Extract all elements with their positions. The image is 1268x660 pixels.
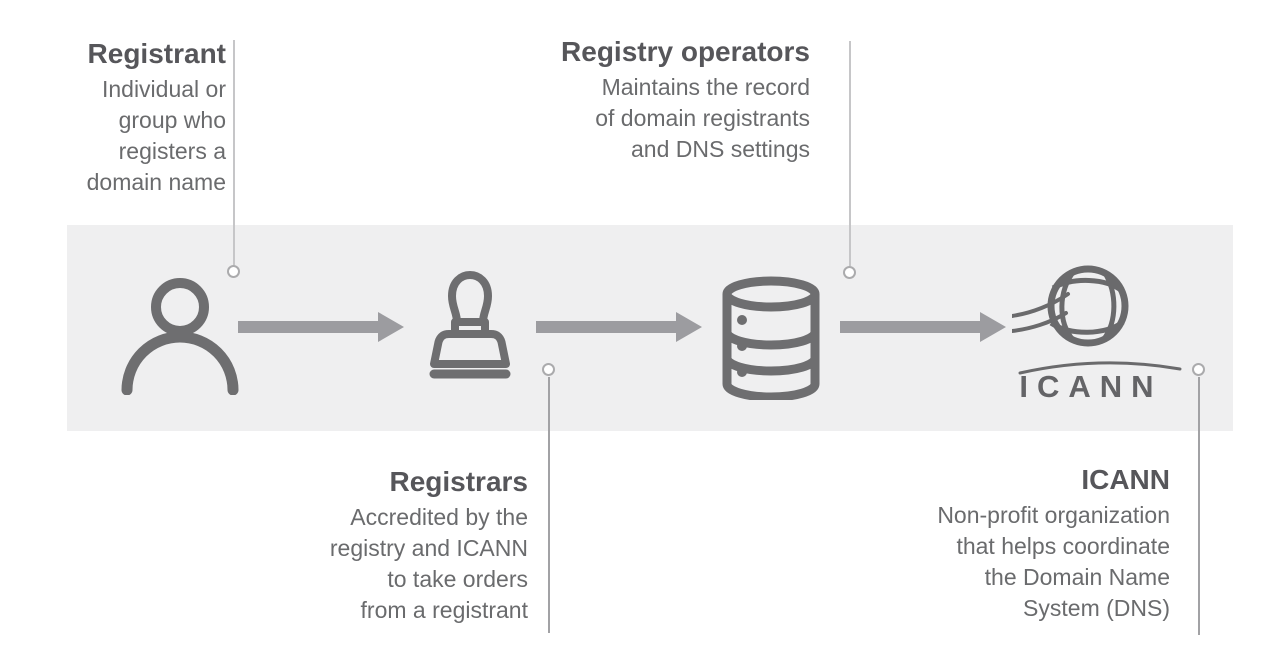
icann-description: Non-profit organization that helps coord…	[937, 502, 1170, 621]
callout-line-icann	[1198, 377, 1200, 635]
flow-arrow-registrant-to-registrars	[238, 312, 404, 342]
callout-line-registry-operators	[849, 41, 851, 266]
callout-dot-registry-operators	[843, 266, 856, 279]
label-registrant: Registrant Individual or group who regis…	[28, 38, 226, 198]
person-icon	[121, 278, 239, 395]
icann-title: ICANN	[1081, 464, 1170, 495]
registrant-description: Individual or group who registers a doma…	[86, 76, 226, 195]
callout-dot-registrant	[227, 265, 240, 278]
icann-wordmark: ICANN	[1019, 369, 1162, 404]
flow-arrow-registry-to-icann	[840, 312, 1006, 342]
registrars-title: Registrars	[389, 466, 528, 497]
label-registrars: Registrars Accredited by the registry an…	[296, 466, 528, 626]
database-icon	[722, 276, 820, 400]
registrars-description: Accredited by the registry and ICANN to …	[329, 504, 528, 623]
callout-line-registrars	[548, 377, 550, 633]
icann-logo: ICANN	[1012, 265, 1182, 404]
registry-operators-title: Registry operators	[561, 36, 810, 67]
callout-dot-icann	[1192, 363, 1205, 376]
label-registry-operators: Registry operators Maintains the record …	[496, 36, 810, 165]
registry-operators-description: Maintains the record of domain registran…	[595, 74, 810, 162]
callout-line-registrant	[233, 40, 235, 265]
registrant-title: Registrant	[87, 38, 226, 69]
flow-arrow-registrars-to-registry	[536, 312, 702, 342]
stamp-icon	[429, 271, 511, 379]
callout-dot-registrars	[542, 363, 555, 376]
label-icann: ICANN Non-profit organization that helps…	[876, 464, 1170, 624]
